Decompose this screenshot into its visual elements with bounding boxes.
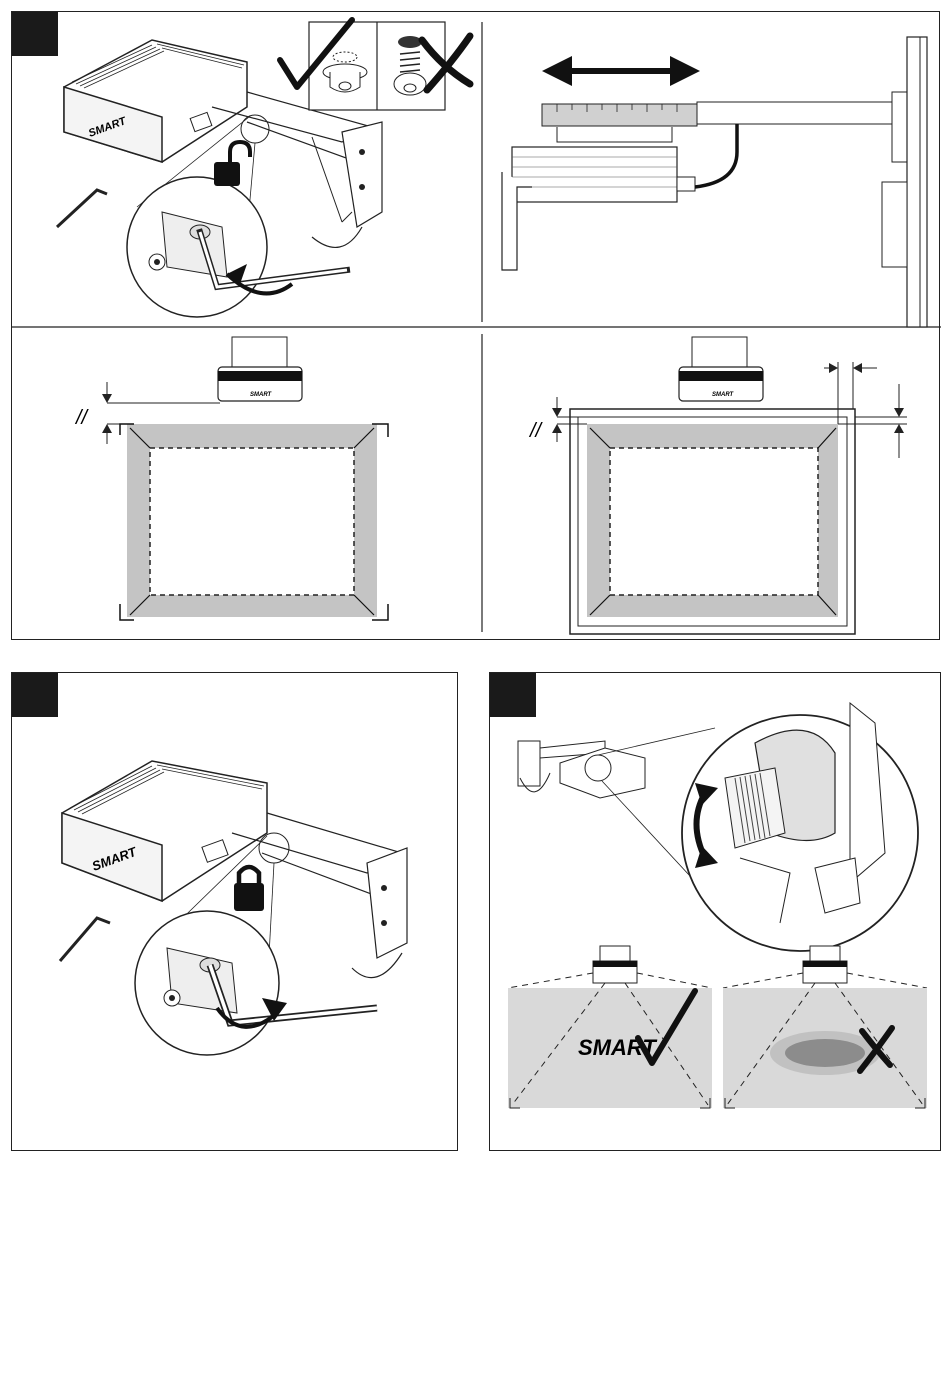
top-panel: SMART	[11, 11, 940, 640]
lock-panel: SMART	[11, 672, 458, 1151]
hex-key-loose	[57, 190, 107, 227]
top-panel-drawing: SMART	[12, 12, 941, 641]
parallel-mark: //	[74, 407, 90, 429]
parallel-mark-2: //	[528, 420, 544, 442]
padlock-open-icon	[214, 142, 250, 186]
focused-screen-example: SMART	[508, 946, 712, 1108]
blurry-screen-example	[723, 946, 927, 1108]
screen-alignment-left: SMART //	[74, 337, 388, 620]
screen-alignment-right: SMART //	[528, 337, 907, 634]
lock-panel-drawing: SMART	[12, 673, 459, 1152]
focus-panel-drawing: SMART	[490, 673, 942, 1152]
focus-panel: SMART	[489, 672, 941, 1151]
hex-key-loose-2	[60, 918, 110, 961]
padlock-closed-icon	[234, 867, 264, 911]
projector-lock-illustration: SMART	[60, 761, 407, 1055]
small-projector-logo: SMART	[250, 392, 273, 398]
small-projector-logo-2: SMART	[712, 392, 735, 398]
focus-ring-illustration	[518, 703, 918, 951]
double-arrow-icon	[542, 56, 700, 86]
screw-comparison-inset	[309, 22, 445, 110]
projector-side-view-illustration	[502, 37, 927, 327]
